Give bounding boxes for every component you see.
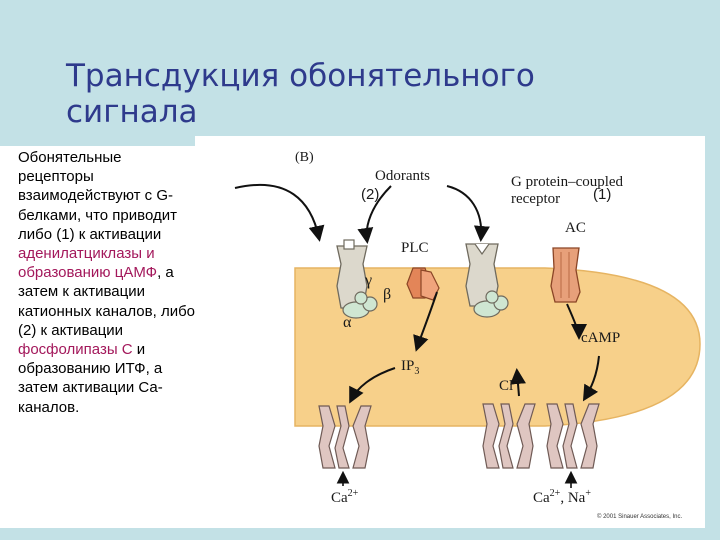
plc-label: PLC [401,240,429,256]
marker-pathway-2: (2) [361,186,380,203]
cell-cytoplasm [294,267,701,427]
slide-title: Трансдукция обонятельного сигнала [66,58,626,130]
arrow-ip3-to-channel [349,367,396,404]
plc-enzyme [406,267,440,301]
gpcr-label-line-1: G protein–coupled [511,174,624,190]
cl-base: Cl [499,378,514,394]
gpcr-label-line-2: receptor [511,191,561,207]
slide-title-line-1: Трансдукция обонятельного [66,58,535,94]
ca-left-base: Ca [331,490,348,506]
figure-credit: © 2001 Sinauer Associates, Inc. [597,514,683,520]
receptor-right [465,243,499,307]
cl-label: Cl− [499,376,519,395]
transduction-figure: (B) Odorants G protein–coupled receptor … [195,136,705,528]
ca-right-na: , Na [560,490,586,506]
gpcr-label: G protein–coupled receptor [511,174,623,208]
side-text-part-3: и образованию ИТФ, а затем активации Са-… [18,341,163,416]
alpha-label: α [343,314,352,331]
ac-enzyme [550,247,581,303]
arrow-odorant-left [234,183,325,242]
ca-na-label-right: Ca2+, Na+ [533,488,591,507]
arrow-cl-out [510,368,526,397]
arrow-odorant-center [357,185,392,244]
marker-pathway-1: (1) [593,186,612,203]
arrow-odorant-right [446,185,490,242]
ip3-base: IP [401,358,415,374]
ip3-label: IP3 [401,358,419,377]
ca-right-superscript: 2+ [549,488,561,499]
side-text-highlight-plc: фосфолипазы С [18,341,133,359]
arrow-ac-to-camp [566,303,587,340]
ca-left-superscript: 2+ [347,488,359,499]
ca-right-base: Ca [533,490,550,506]
side-text-highlight-ac: аденилатциклазы и образованию цАМФ [18,245,158,282]
beta-label: β [383,286,392,303]
side-text-panel: Обонятельные рецепторы взаимодействуют с… [0,146,200,528]
odorants-label: Odorants [375,168,430,184]
camp-label: cAMP [581,330,621,346]
panel-label: (B) [295,150,314,165]
channel-right [546,403,600,469]
channel-left [318,405,372,469]
transduction-diagram [195,136,705,528]
side-text-part-2: , а затем к активации катионных каналов,… [18,264,196,339]
arrow-plc-to-ip3 [413,291,438,352]
g-protein-left [342,291,378,319]
ip3-subscript: 3 [414,366,420,377]
slide-title-line-2: сигнала [66,94,198,130]
channel-middle [482,403,536,469]
g-protein-right [473,290,509,318]
ca-label-left: Ca2+ [331,488,358,507]
arrow-camp-to-channel [582,355,600,402]
ca-right-na-superscript: + [585,488,591,499]
ac-label: AC [565,220,586,236]
side-text-part-1: Обонятельные рецепторы взаимодействуют с… [18,149,177,243]
gamma-label: γ [365,272,373,289]
cl-superscript: − [513,376,519,387]
